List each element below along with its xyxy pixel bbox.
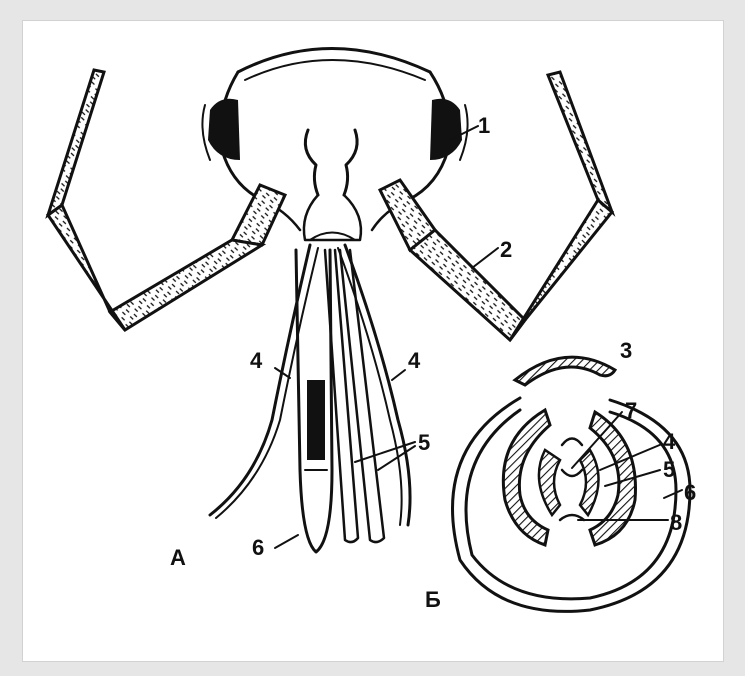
part-label-1: 1	[478, 113, 490, 138]
labium	[296, 250, 332, 552]
part-label-8: 8	[670, 510, 682, 535]
maxillary-palp-left	[48, 70, 285, 330]
part-label-6: 6	[252, 535, 264, 560]
panel-label-a: А	[170, 545, 186, 570]
labrum-section	[515, 357, 615, 385]
part-label-6-section: 6	[684, 480, 696, 505]
labrum	[304, 130, 361, 240]
part-label-4-right: 4	[408, 348, 421, 373]
maxillary-palp-right	[380, 72, 612, 340]
compound-eye-left	[202, 99, 240, 160]
part-label-5: 5	[418, 430, 430, 455]
part-label-7: 7	[625, 398, 637, 423]
part-label-3: 3	[620, 338, 632, 363]
maxillae-section	[539, 439, 599, 521]
labium-sheath-section	[453, 398, 691, 611]
compound-eye-right	[430, 99, 468, 160]
part-label-5-section: 5	[663, 457, 675, 482]
panel-label-b: Б	[425, 587, 441, 612]
part-label-4-left: 4	[250, 348, 263, 373]
part-label-2: 2	[500, 237, 512, 262]
part-label-4-section: 4	[663, 429, 676, 454]
